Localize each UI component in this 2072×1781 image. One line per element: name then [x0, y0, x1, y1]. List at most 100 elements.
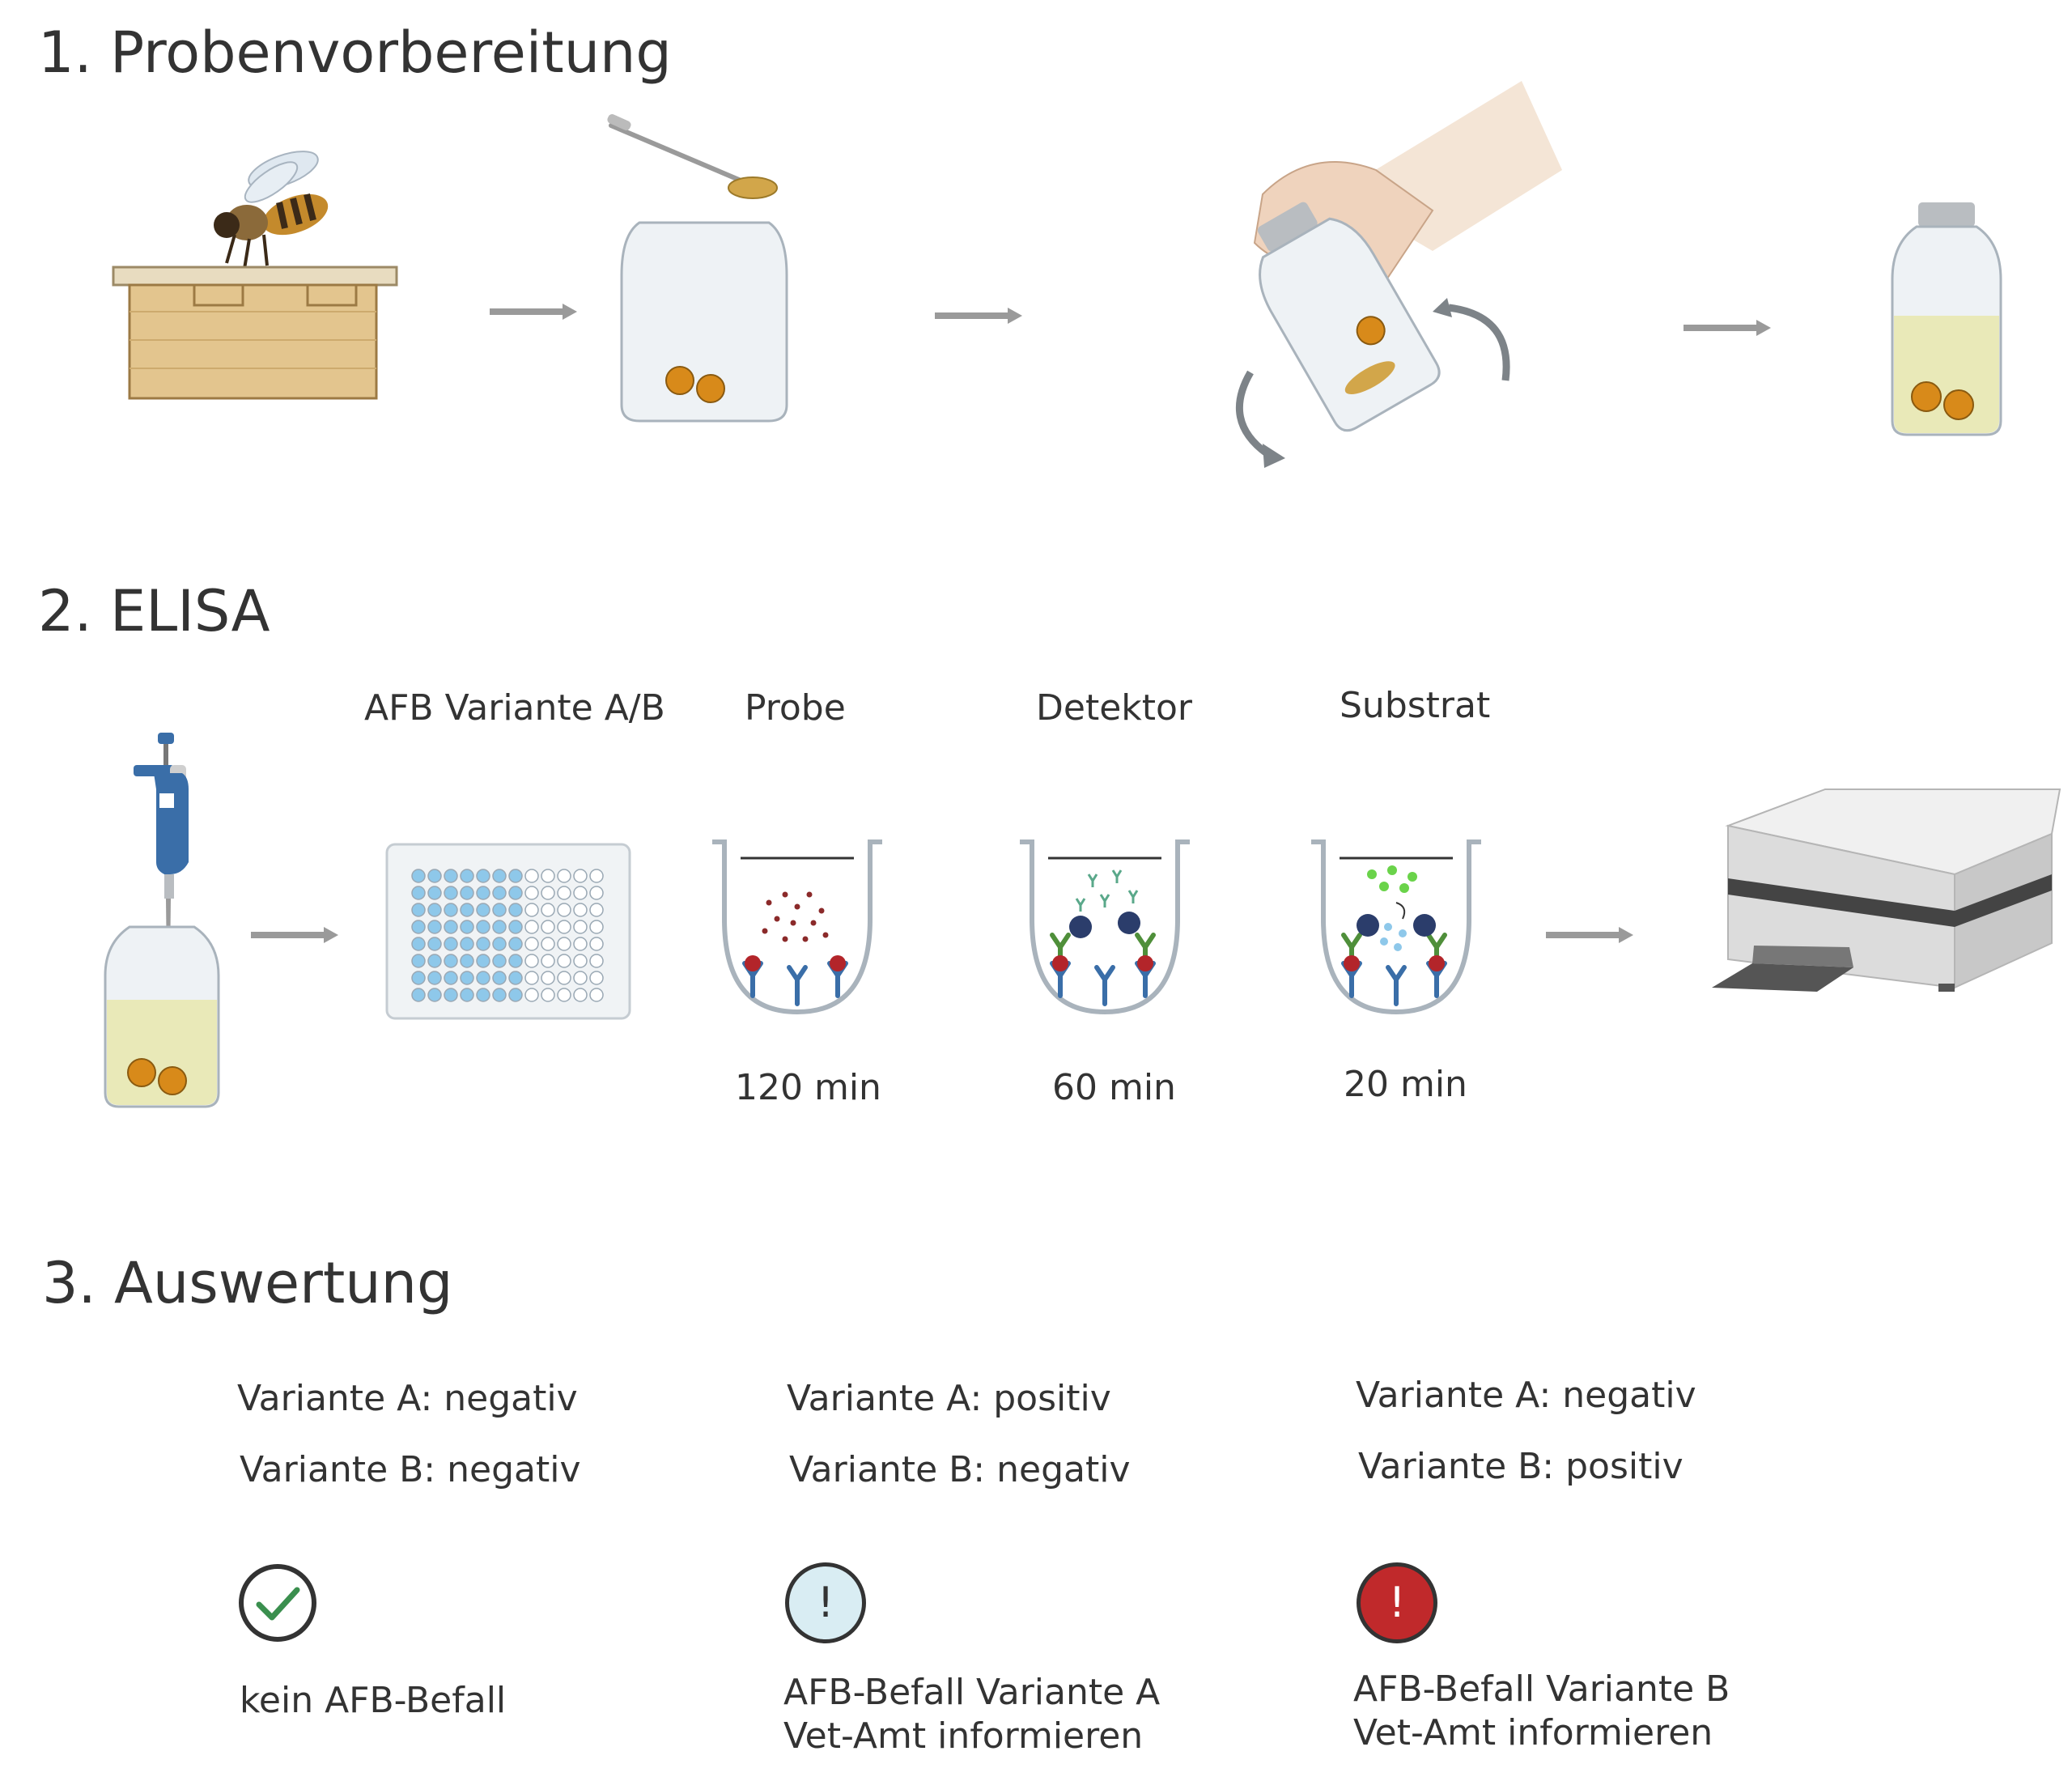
plate-well — [557, 920, 571, 934]
sample-bottle-spatula-icon — [607, 114, 788, 423]
result-1-variant-a: Variante A: negativ — [237, 1378, 578, 1419]
microplate-icon — [385, 843, 631, 1020]
section-title-preparation: 1. Probenvorbereitung — [38, 19, 672, 86]
plate-well — [476, 869, 490, 883]
elisa-well-probe — [712, 839, 882, 1015]
result-3-outcome-line-1: AFB-Befall Variante B — [1353, 1668, 1730, 1710]
plate-well — [427, 869, 442, 883]
danger-alert-icon: ! — [1357, 1562, 1437, 1643]
result-1-outcome: kein AFB-Befall — [240, 1680, 507, 1721]
plate-well — [427, 971, 442, 985]
plate-well — [557, 886, 571, 900]
step-label-substrat: Substrat — [1340, 685, 1491, 726]
plate-well — [541, 886, 555, 900]
plate-well — [573, 954, 588, 968]
plate-well — [492, 869, 507, 883]
plate-well — [524, 869, 539, 883]
pipette-vial-icon — [104, 733, 220, 1108]
result-2-variant-a: Variante A: positiv — [787, 1378, 1111, 1419]
plate-well — [460, 886, 474, 900]
plate-well — [444, 988, 458, 1002]
plate-well — [557, 869, 571, 883]
plate-well — [589, 903, 604, 917]
beehive-icon — [112, 151, 398, 400]
elisa-well-detektor — [1020, 839, 1190, 1015]
plate-well — [508, 971, 523, 985]
section-title-elisa: 2. ELISA — [38, 578, 270, 644]
step-time-detektor: 60 min — [1052, 1067, 1176, 1108]
step-label-detektor: Detektor — [1036, 687, 1193, 729]
plate-well — [573, 937, 588, 951]
plate-well — [508, 903, 523, 917]
section-title-evaluation: 3. Auswertung — [42, 1250, 453, 1316]
plate-well — [541, 971, 555, 985]
plate-well — [460, 988, 474, 1002]
plate-well — [444, 903, 458, 917]
plate-well — [460, 971, 474, 985]
plate-well — [476, 886, 490, 900]
plate-well — [557, 903, 571, 917]
plate-well — [444, 869, 458, 883]
plate-well — [411, 920, 426, 934]
plate-well — [557, 971, 571, 985]
plate-well — [411, 903, 426, 917]
plate-well — [411, 954, 426, 968]
plate-well — [444, 954, 458, 968]
plate-well — [541, 954, 555, 968]
plate-well — [508, 988, 523, 1002]
step-label-afb-variant: AFB Variante A/B — [364, 687, 665, 729]
plate-well — [589, 937, 604, 951]
result-3-variant-a: Variante A: negativ — [1356, 1375, 1696, 1416]
plate-well — [589, 954, 604, 968]
plate-well — [427, 988, 442, 1002]
plate-well — [460, 954, 474, 968]
bee-icon — [214, 151, 329, 270]
step-time-substrat: 20 min — [1344, 1064, 1467, 1105]
plate-well — [492, 937, 507, 951]
plate-well — [460, 920, 474, 934]
result-3-outcome-line-2: Vet-Amt informieren — [1353, 1712, 1713, 1753]
sample-vial-icon — [1891, 202, 2002, 436]
result-1-variant-b: Variante B: negativ — [240, 1449, 581, 1490]
plate-well — [524, 971, 539, 985]
plate-well — [427, 954, 442, 968]
plate-well — [573, 886, 588, 900]
step-time-probe: 120 min — [735, 1067, 881, 1108]
arrow-icon — [251, 927, 338, 943]
plate-well — [492, 971, 507, 985]
plate-well — [557, 954, 571, 968]
plate-well — [573, 971, 588, 985]
plate-well — [508, 920, 523, 934]
plate-well — [444, 886, 458, 900]
plate-well — [557, 988, 571, 1002]
plate-well — [411, 937, 426, 951]
plate-well — [427, 886, 442, 900]
hand-shaking-bottle-icon — [1235, 81, 1562, 468]
plate-well — [508, 886, 523, 900]
plate-well — [524, 937, 539, 951]
plate-well — [589, 988, 604, 1002]
plate-well — [460, 937, 474, 951]
arrow-icon — [1546, 927, 1633, 943]
plate-well — [427, 920, 442, 934]
plate-well — [508, 869, 523, 883]
info-alert-icon: ! — [785, 1562, 866, 1643]
arrow-icon — [935, 308, 1022, 324]
plate-well — [476, 920, 490, 934]
arrow-icon — [490, 304, 577, 320]
plate-well — [492, 920, 507, 934]
plate-well — [444, 937, 458, 951]
plate-well — [557, 937, 571, 951]
plate-well — [589, 886, 604, 900]
plate-well — [460, 869, 474, 883]
result-2-variant-b: Variante B: negativ — [789, 1449, 1131, 1490]
plate-well — [573, 903, 588, 917]
plate-well — [476, 971, 490, 985]
plate-well — [411, 886, 426, 900]
step-label-probe: Probe — [745, 687, 846, 729]
plate-well — [427, 937, 442, 951]
plate-well — [444, 971, 458, 985]
result-2-outcome-line-1: AFB-Befall Variante A — [783, 1672, 1161, 1713]
plate-well — [476, 988, 490, 1002]
plate-well — [492, 988, 507, 1002]
